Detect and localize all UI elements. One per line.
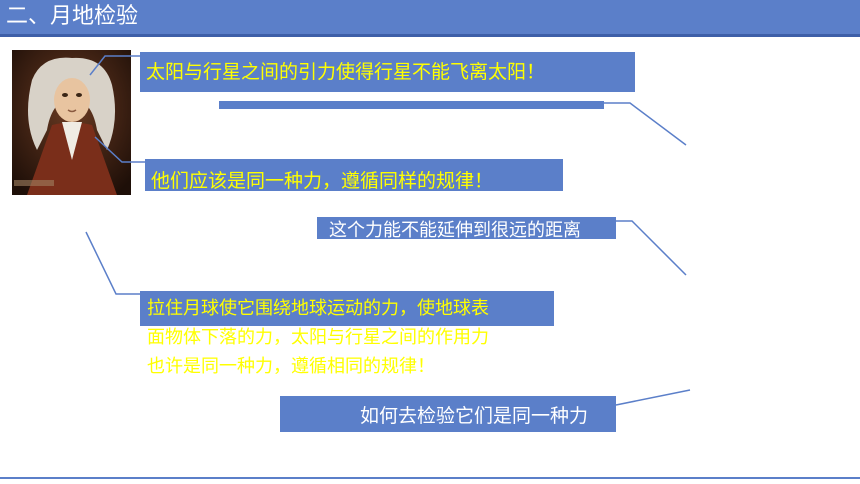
statement-2-bar	[219, 101, 604, 109]
portrait-image	[12, 50, 131, 195]
statement-5-highlight	[140, 291, 554, 326]
statement-1: 太阳与行星之间的引力使得行星不能飞离太阳！	[140, 52, 635, 92]
slide-title: 二、月地检验	[6, 4, 139, 29]
statement-5-line-1: 拉住月球使它围绕地球运动的力，使地球表	[147, 298, 489, 319]
title-bar: 二、月地检验	[0, 0, 860, 37]
connector-line	[615, 389, 691, 406]
connector-line	[604, 102, 687, 146]
footer-divider	[0, 477, 860, 479]
connector-line	[616, 220, 687, 276]
statement-6: 如何去检验它们是同一种力	[280, 396, 616, 432]
statement-5-line-2: 面物体下落的力，太阳与行星之间的作用力	[147, 327, 489, 348]
statement-5: 拉住月球使它围绕地球运动的力，使地球表 面物体下落的力，太阳与行星之间的作用力 …	[147, 294, 607, 381]
connector-line	[85, 231, 140, 295]
statement-3: 他们应该是同一种力，遵循同样的规律！	[145, 159, 563, 191]
statement-5-line-3: 也许是同一种力，遵循相同的规律！	[147, 356, 435, 377]
statement-4: 这个力能不能延伸到很远的距离	[317, 217, 616, 239]
newton-portrait	[12, 50, 131, 195]
